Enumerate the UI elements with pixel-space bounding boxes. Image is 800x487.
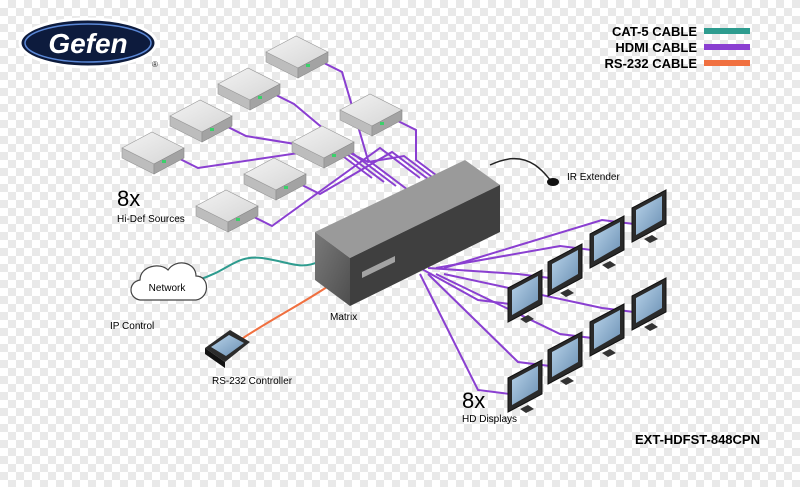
network-label: Network	[149, 283, 187, 294]
ip-control-label: IP Control	[110, 321, 154, 332]
hd-display	[547, 243, 583, 297]
rs232-cable	[239, 284, 331, 341]
hd-displays	[507, 189, 667, 413]
ir-extender-label: IR Extender	[567, 172, 620, 183]
legend-hdmi-swatch	[704, 44, 750, 50]
model-number: EXT-HDFST-848CPN	[635, 432, 760, 447]
source-cable	[177, 146, 373, 179]
source-device	[265, 35, 329, 79]
source-device	[169, 99, 233, 143]
source-device	[217, 67, 281, 111]
display-cable	[419, 267, 511, 305]
source-device	[121, 131, 185, 175]
hd-display	[589, 303, 625, 357]
matrix-switcher	[315, 160, 500, 306]
matrix-label: Matrix	[330, 312, 357, 323]
sources-label: Hi-Def Sources	[117, 214, 185, 225]
source-device	[243, 157, 307, 201]
legend-rs232-label: RS-232 CABLE	[605, 56, 698, 71]
cable-legend: CAT-5 CABLE HDMI CABLE RS-232 CABLE	[605, 24, 750, 71]
hd-display	[547, 331, 583, 385]
gefen-logo: Gefen ®	[18, 17, 158, 69]
logo-registered-mark: ®	[152, 60, 158, 69]
network-cloud	[130, 262, 208, 301]
display-cable	[419, 273, 511, 395]
source-device	[339, 93, 403, 137]
source-hdmi-cables	[177, 61, 457, 228]
source-cable	[347, 151, 445, 187]
legend-hdmi-label: HDMI CABLE	[615, 40, 697, 55]
ir-cable	[489, 157, 553, 183]
ir-sensor	[547, 178, 559, 186]
legend-cat5-swatch	[704, 28, 750, 34]
legend-rs232-swatch	[704, 60, 750, 66]
source-device	[291, 125, 355, 169]
hd-display	[507, 359, 543, 413]
source-cable	[299, 150, 433, 196]
displays-label: HD Displays	[462, 414, 517, 425]
sources-count-label: 8x	[117, 186, 140, 211]
logo-text: Gefen	[48, 28, 127, 59]
rs232-controller-label: RS-232 Controller	[212, 376, 293, 387]
source-device	[195, 189, 259, 233]
hd-display	[631, 189, 667, 243]
legend-cat5-label: CAT-5 CABLE	[612, 24, 697, 39]
source-cable	[251, 146, 421, 228]
rs232-controller-device	[205, 330, 250, 368]
hd-display	[589, 215, 625, 269]
hi-def-sources	[121, 35, 403, 233]
hd-display	[507, 269, 543, 323]
hd-display	[631, 277, 667, 331]
displays-count-label: 8x	[462, 388, 485, 413]
cat5-cable	[197, 256, 319, 281]
